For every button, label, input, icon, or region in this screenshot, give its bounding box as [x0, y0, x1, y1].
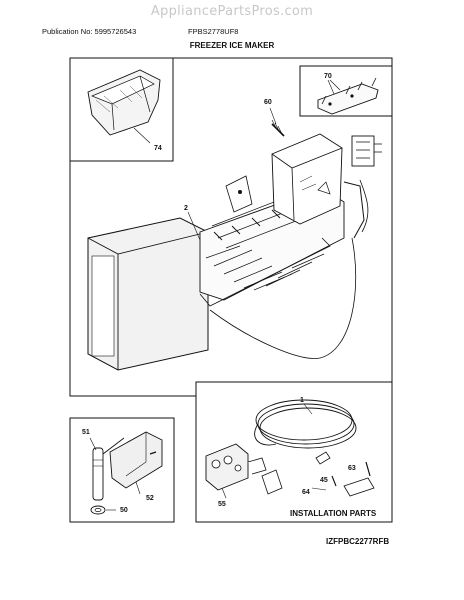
callout-2: 2 [184, 205, 188, 212]
fill-tube-assembly [89, 431, 163, 515]
publication-number: Publication No: 5995726543 [42, 27, 137, 36]
mounting-screw [269, 107, 285, 137]
callout-74: 74 [154, 145, 162, 152]
installation-parts [205, 399, 375, 499]
callout-63: 63 [348, 465, 356, 472]
callout-60: 60 [264, 99, 272, 106]
callout-55: 55 [218, 501, 226, 508]
ice-maker-assembly [87, 79, 382, 371]
model-number: FPBS2778UF8 [188, 27, 239, 36]
figure-code: IZFPBC2277RFB [326, 537, 390, 546]
fill-tube-inset-frame [69, 417, 175, 523]
callout-52: 52 [146, 495, 154, 502]
ice-bucket-inset [69, 57, 174, 162]
mounting-bracket-inset [299, 65, 393, 117]
callout-1: 1 [300, 397, 304, 404]
page-title: FREEZER ICE MAKER [189, 41, 275, 50]
callout-50: 50 [120, 507, 128, 514]
callout-64: 64 [302, 489, 310, 496]
callout-51: 51 [82, 429, 90, 436]
installation-parts-label: INSTALLATION PARTS [290, 509, 377, 518]
site-watermark: AppliancePartsPros.com [150, 4, 314, 19]
callout-45: 45 [320, 477, 328, 484]
callout-70: 70 [324, 73, 332, 80]
